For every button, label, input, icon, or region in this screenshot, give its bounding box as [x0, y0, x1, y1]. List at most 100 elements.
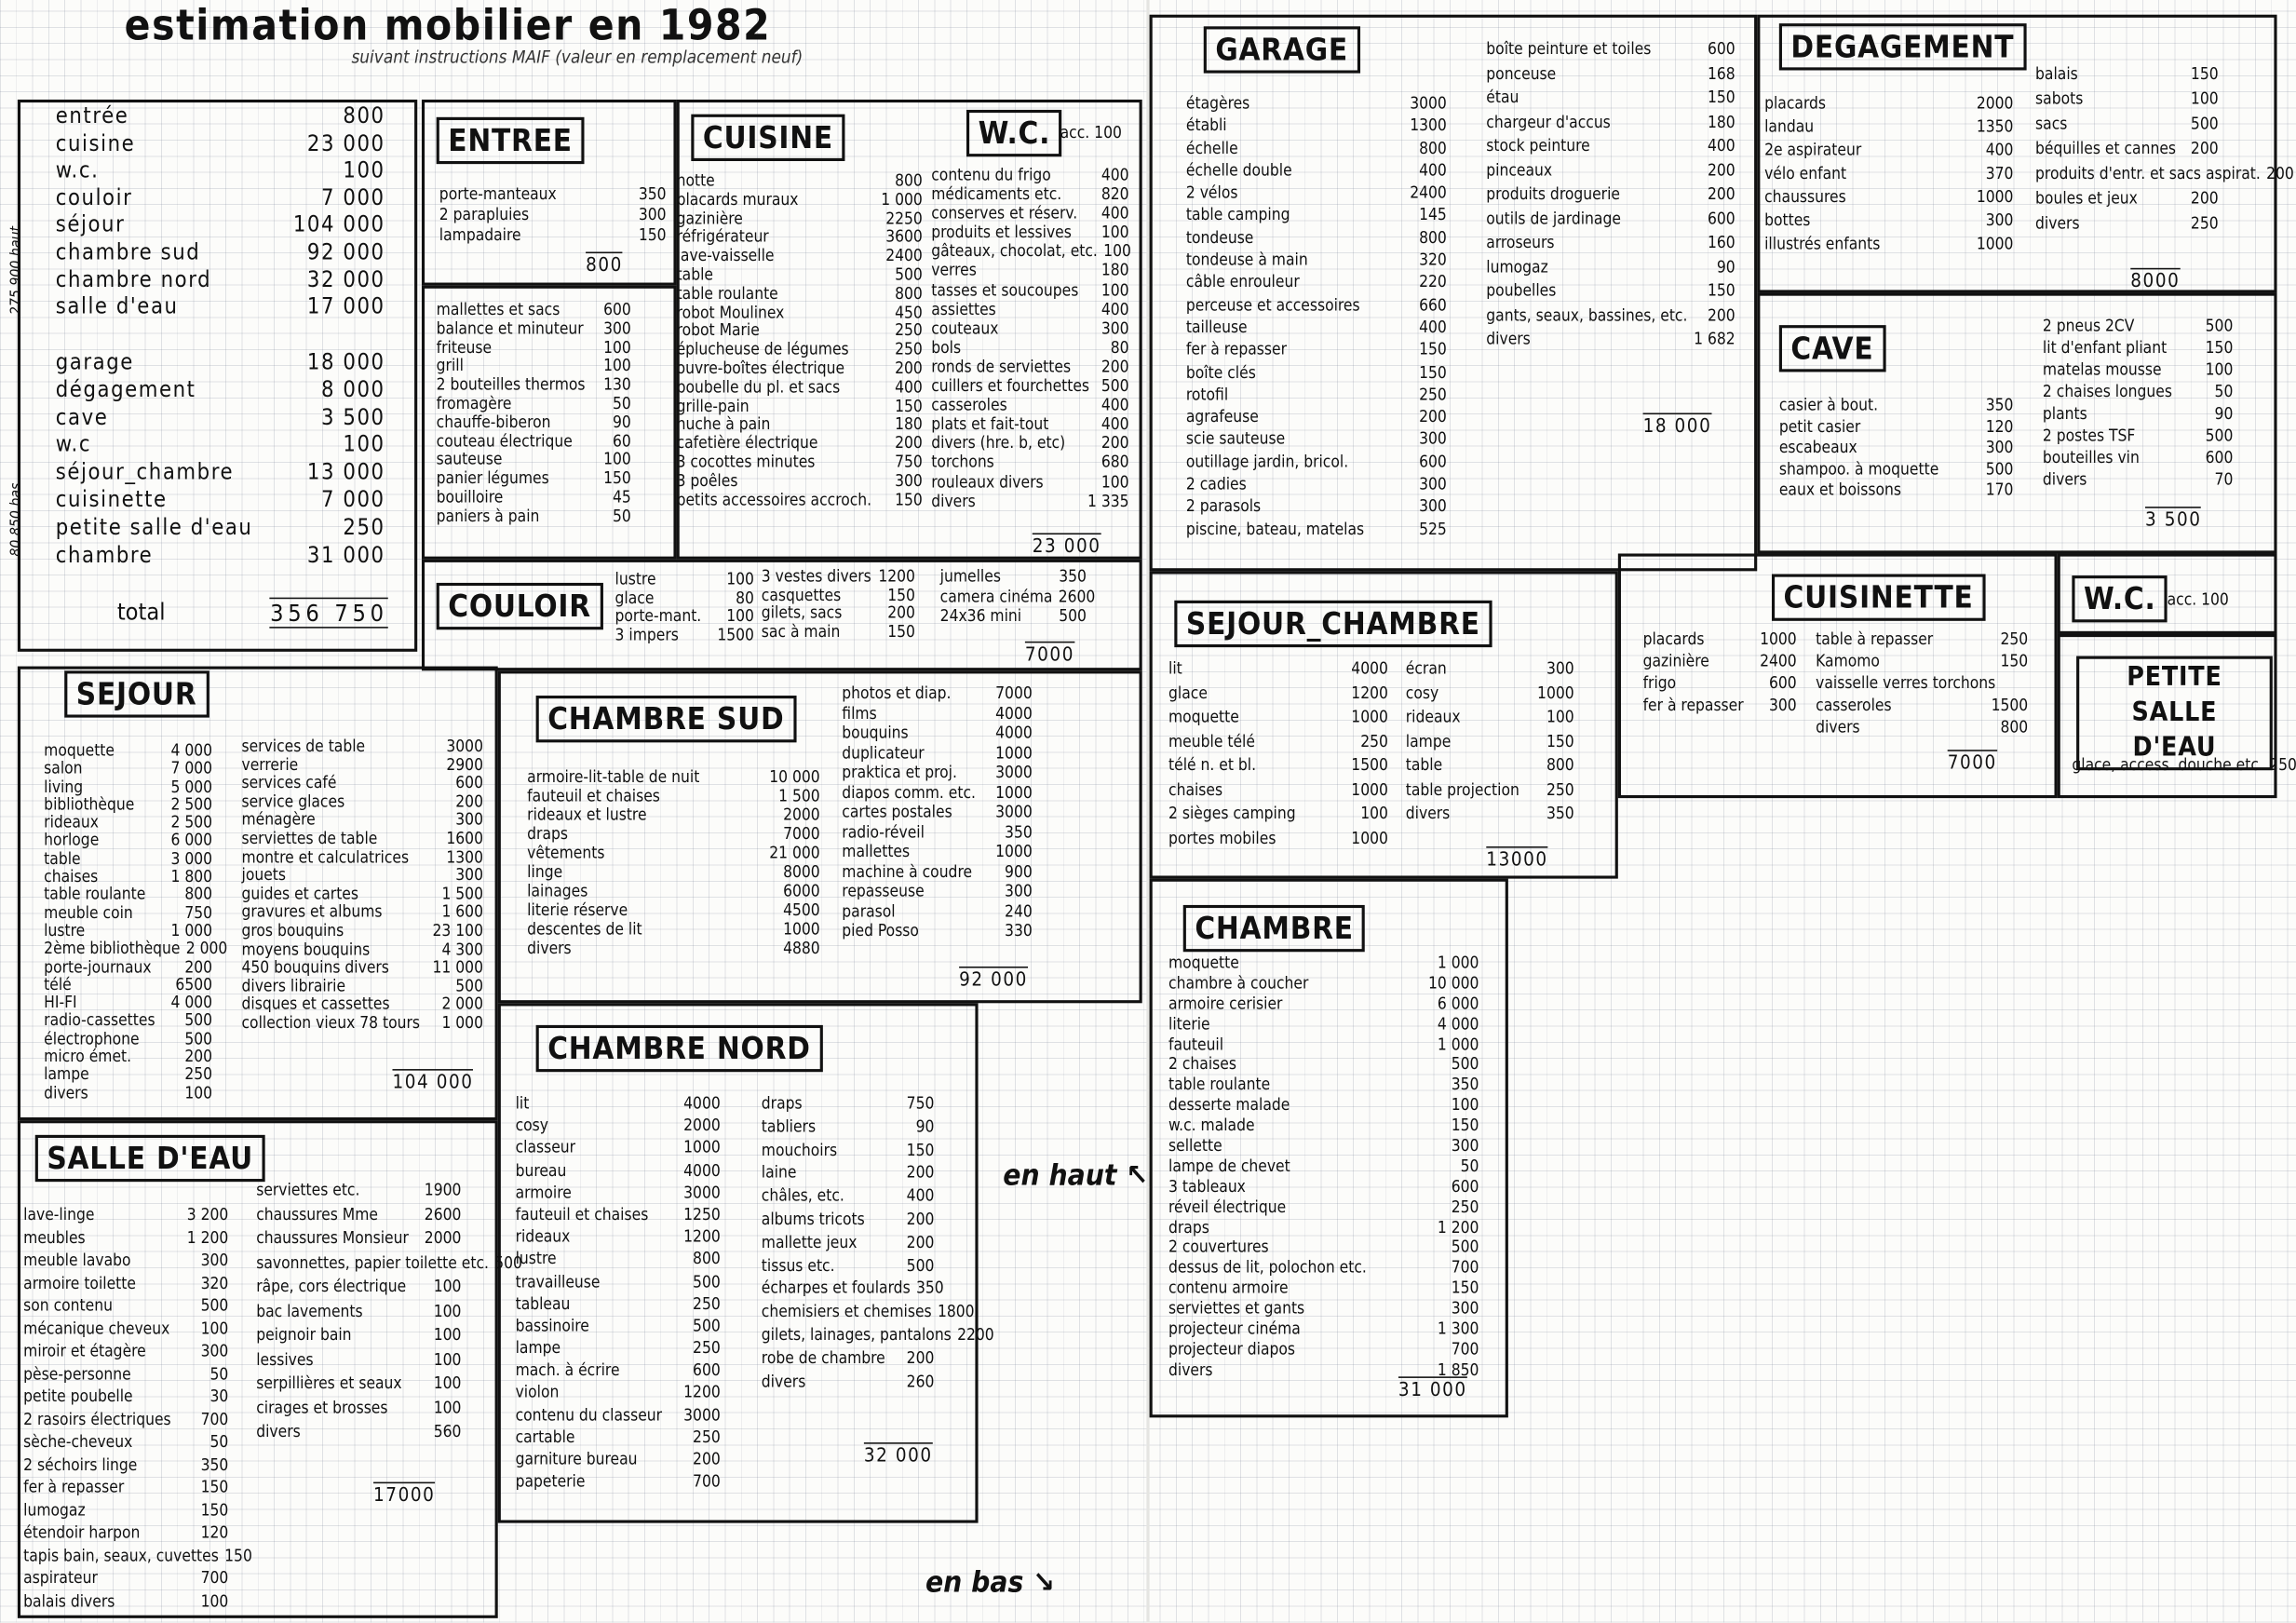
- item-value: 1 300: [1437, 1319, 1479, 1339]
- item-label: lainages: [527, 881, 588, 901]
- item-label: micro émet.: [44, 1047, 132, 1066]
- item-value: 100: [433, 1277, 462, 1296]
- item-value: 23 100: [432, 921, 483, 940]
- item-label: panier légumes: [436, 468, 549, 488]
- item-value: 150: [2190, 64, 2219, 84]
- section-note: acc. 100: [1060, 123, 1122, 142]
- item-value: 4000: [995, 723, 1033, 743]
- item-label: salle d'eau: [55, 292, 179, 320]
- item-label: arroseurs: [1486, 233, 1555, 252]
- section-box: [17, 1120, 498, 1618]
- item-label: petite poubelle: [23, 1386, 133, 1406]
- item-label: literie: [1168, 1014, 1210, 1034]
- item-value: 300: [1101, 318, 1129, 338]
- item-value: 1000: [1351, 707, 1388, 727]
- item-label: shampoo. à moquette: [1778, 459, 1939, 479]
- section-title: CHAMBRE: [1182, 904, 1366, 953]
- item-label: 2 pneus 2CV: [2042, 316, 2135, 336]
- item-label: couloir: [55, 183, 133, 211]
- item-value: 200: [693, 1449, 721, 1469]
- item-label: petite salle d'eau: [55, 513, 253, 540]
- item-label: robot Moulinex: [676, 302, 785, 322]
- item-label: papeterie: [515, 1471, 586, 1492]
- item-label: escabeaux: [1778, 438, 1857, 457]
- item-label: écharpes et foulards: [761, 1278, 911, 1299]
- item-label: fauteuil et chaises: [527, 786, 660, 805]
- item-value: 350: [1059, 566, 1087, 587]
- list-item: dessus de lit, polochon etc.700: [1168, 1259, 1479, 1279]
- item-label: boîte peinture et toiles: [1486, 39, 1652, 59]
- item-label: divers: [1486, 329, 1531, 349]
- item-label: gazinière: [1642, 651, 1709, 671]
- item-value: 500: [1451, 1238, 1479, 1258]
- item-value: 150: [2000, 651, 2029, 671]
- item-label: gros bouquins: [241, 921, 344, 940]
- item-label: sacs: [2035, 114, 2068, 134]
- item-label: robot Marie: [676, 321, 760, 341]
- section-note: acc. 100: [2167, 589, 2229, 610]
- item-value: 300: [1005, 881, 1033, 901]
- item-label: tailleuse: [1185, 318, 1248, 337]
- item-label: lustre: [44, 921, 86, 940]
- item-label: assiettes: [931, 299, 996, 319]
- item-label: robe de chambre: [761, 1348, 885, 1368]
- list-item: outillage jardin, bricol.600: [1186, 453, 1447, 475]
- item-label: cosy: [515, 1116, 549, 1136]
- section-title: W.C.: [2072, 575, 2168, 623]
- item-value: 1000: [1760, 629, 1797, 649]
- list-item: savonnettes, papier toilette etc.500: [256, 1252, 522, 1277]
- item-value: 250: [1451, 1197, 1479, 1217]
- item-label: gazinière: [676, 209, 743, 228]
- item-value: 1200: [683, 1227, 721, 1247]
- item-label: séjour: [55, 211, 126, 238]
- item-label: grille-pain: [676, 396, 750, 415]
- item-value: 18 000: [306, 348, 385, 375]
- section-title: W.C.: [966, 109, 1062, 157]
- section-box: [497, 670, 1142, 1004]
- item-value: 180: [1707, 112, 1736, 131]
- total-value: 356 750: [270, 597, 388, 629]
- item-label: divers (hre. b, etc): [931, 434, 1066, 453]
- item-value: 1 000: [441, 1013, 483, 1033]
- section-title: SEJOUR_CHAMBRE: [1174, 600, 1492, 648]
- list-item: châles, etc.400: [762, 1186, 935, 1210]
- item-value: 700: [200, 1568, 229, 1588]
- item-label: draps: [527, 824, 568, 844]
- item-value: 500: [200, 1295, 229, 1316]
